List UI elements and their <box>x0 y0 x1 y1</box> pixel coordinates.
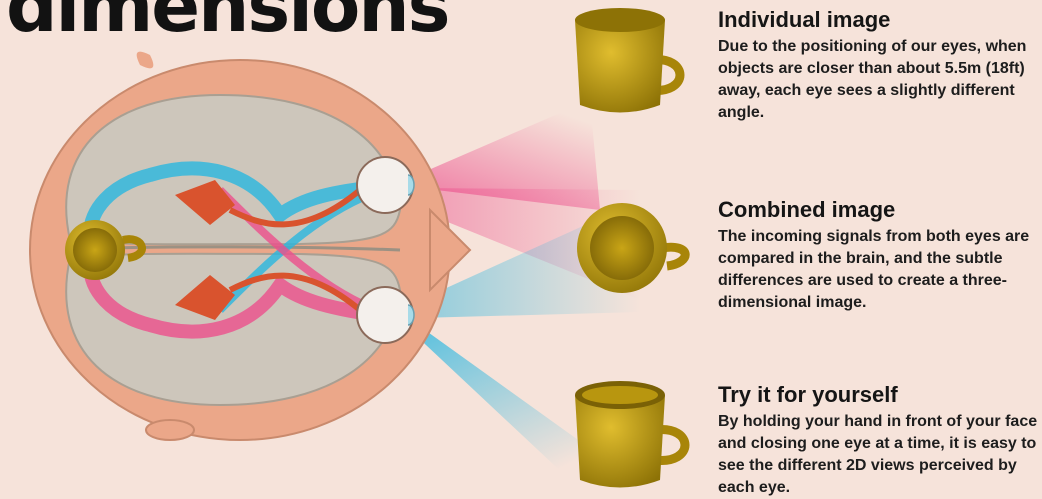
bottom-cup-icon <box>575 381 685 488</box>
upper-eye <box>357 157 413 213</box>
left-ear <box>137 52 154 69</box>
top-cup-icon <box>575 8 680 113</box>
section-body: Due to the positioning of our eyes, when… <box>718 36 1038 124</box>
lower-eye-lens <box>408 305 414 325</box>
section-title: Combined image <box>718 198 1038 222</box>
combined-image-section: Combined image The incoming signals from… <box>718 198 1038 314</box>
headline: dimensions <box>6 0 448 42</box>
section-body: By holding your hand in front of your fa… <box>718 411 1038 499</box>
section-body: The incoming signals from both eyes are … <box>718 226 1038 314</box>
try-it-yourself-section: Try it for yourself By holding your hand… <box>718 383 1038 499</box>
upper-eye-lens <box>408 175 414 195</box>
bottom-ear <box>146 420 194 440</box>
section-title: Try it for yourself <box>718 383 1038 407</box>
lower-eye <box>357 287 413 343</box>
section-title: Individual image <box>718 8 1038 32</box>
individual-image-section: Individual image Due to the positioning … <box>718 8 1038 124</box>
middle-cup-icon <box>577 203 685 293</box>
